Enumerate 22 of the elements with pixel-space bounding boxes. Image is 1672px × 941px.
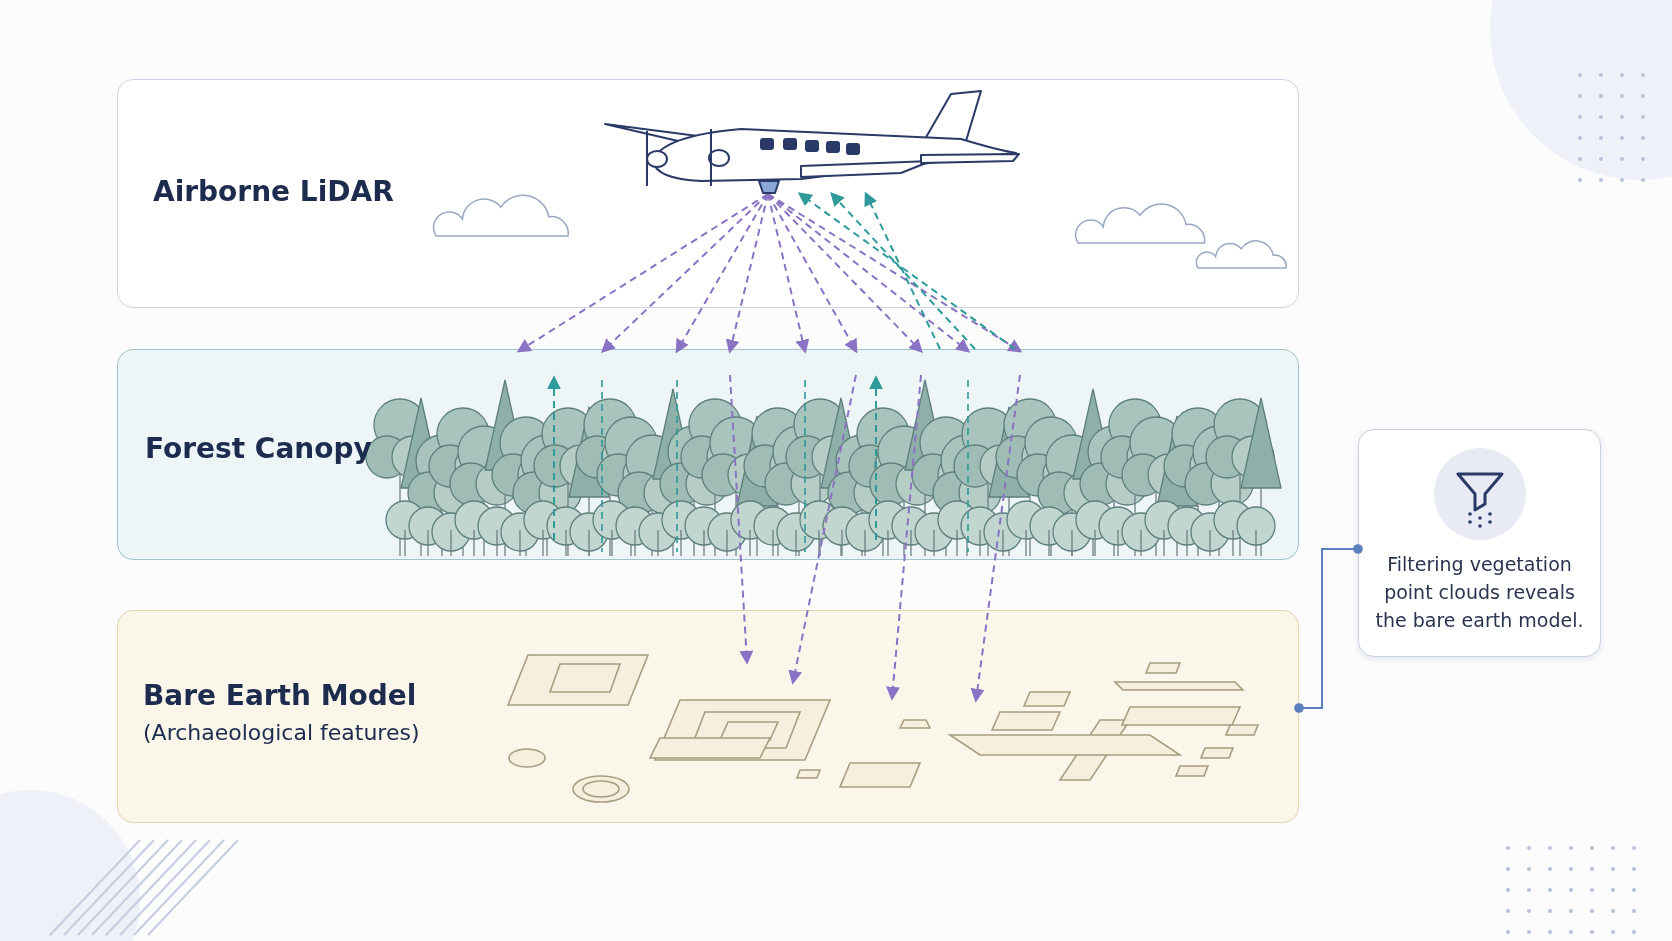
layer-title: Airborne LiDAR xyxy=(153,175,394,208)
laser-beam-arrow xyxy=(767,193,971,353)
laser-beam-arrow xyxy=(970,374,1021,703)
callout-text: Filtering vegetation point clouds reveals the bare earth model. xyxy=(1374,552,1585,633)
callout-card xyxy=(1358,429,1601,657)
leader-line xyxy=(1294,544,1363,713)
laser-beam-arrow xyxy=(767,193,810,354)
laser-beam-arrow xyxy=(675,193,769,354)
laser-beam-arrow xyxy=(830,191,976,350)
layer-subtitle: (Archaeological features) xyxy=(143,720,420,745)
laser-beam-arrow xyxy=(600,193,769,353)
laser-beam-arrow xyxy=(729,374,754,665)
laser-beam-arrow xyxy=(725,193,769,354)
layer-title: Forest Canopy xyxy=(145,432,372,465)
layer-band xyxy=(117,79,1299,308)
laser-beam-arrow xyxy=(516,193,769,353)
laser-beam-arrow xyxy=(788,374,857,685)
laser-beam-arrow xyxy=(886,374,922,701)
laser-beam-arrow xyxy=(797,192,1016,350)
layer-title: Bare Earth Model xyxy=(143,679,417,712)
laser-beam-arrow xyxy=(767,193,1023,353)
laser-beam-arrow xyxy=(864,191,941,350)
